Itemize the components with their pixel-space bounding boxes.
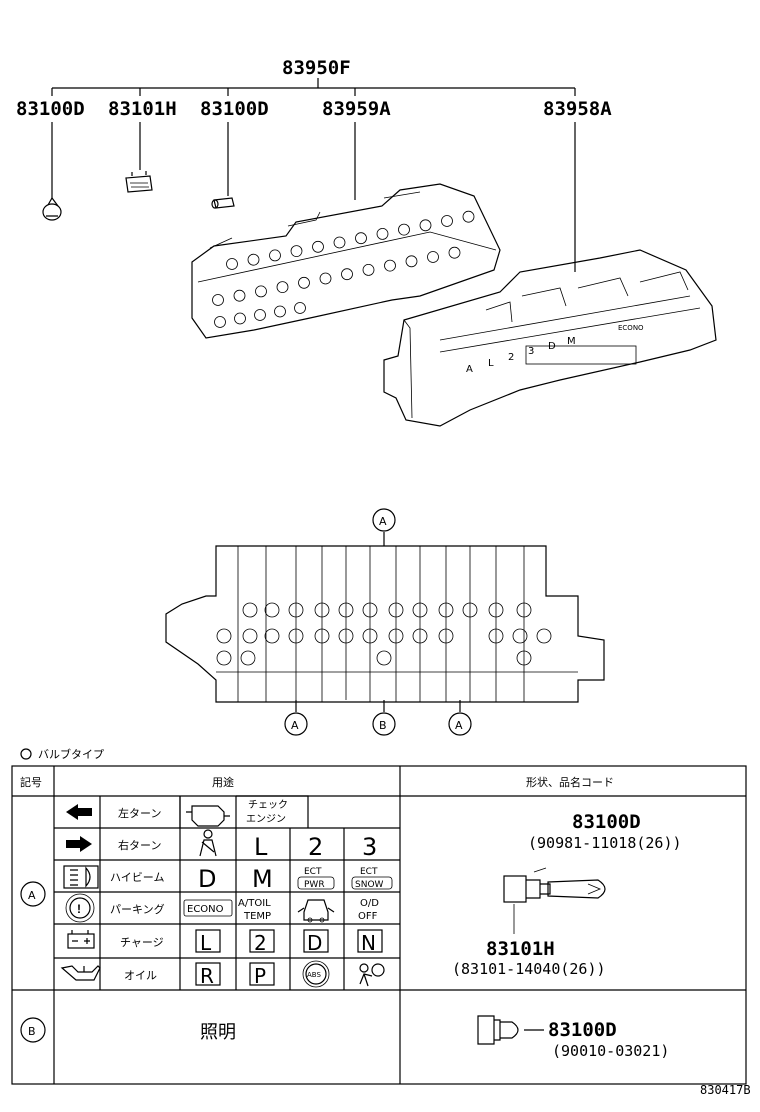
layout-bulb-holes xyxy=(216,602,552,666)
label-oil: オイル xyxy=(124,969,157,982)
indicator-econo: ECONO xyxy=(187,904,224,915)
row-b-code: B xyxy=(28,1025,36,1038)
column-code: 記号 xyxy=(20,775,42,789)
parking-brake-icon: ! xyxy=(65,893,95,923)
seatbelt-icon xyxy=(199,829,217,857)
indicator-p-box: P xyxy=(254,964,266,988)
part-number-plate: 83959A xyxy=(322,98,391,120)
label-right-turn: 右ターン xyxy=(118,838,161,852)
indicator-2: 2 xyxy=(308,833,323,861)
layout-callouts: A A B A xyxy=(284,508,472,736)
socket-bulb-assembly-illustration xyxy=(503,867,606,934)
assembly-part-number: 83950F xyxy=(282,57,351,79)
row-b-part: 83100D xyxy=(548,1019,617,1041)
indicator-d-box: D xyxy=(307,931,322,955)
label-check-engine-1: チェック xyxy=(248,799,288,811)
callout-bottom-b: B xyxy=(379,719,387,732)
svg-text:SNOW: SNOW xyxy=(355,880,384,890)
row-b-part-code: (90010-03021) xyxy=(552,1042,669,1060)
indicator-3: 3 xyxy=(362,833,377,861)
indicator-od-off-1: O/D xyxy=(360,898,379,909)
svg-text:!: ! xyxy=(77,902,81,916)
right-turn-icon xyxy=(66,836,92,852)
wedge-bulb-illustration xyxy=(211,197,235,209)
indicator-l-box: L xyxy=(200,931,212,955)
row-a-part-2-code: (83101-14040(26)) xyxy=(452,960,606,978)
charge-battery-icon xyxy=(67,930,95,949)
row-a-code: A xyxy=(28,889,36,902)
dial-label-3: 3 xyxy=(528,346,534,357)
part-number-bulb-2: 83100D xyxy=(200,98,269,120)
bulb-with-socket-illustration xyxy=(42,196,62,221)
door-open-icon xyxy=(297,899,335,923)
check-engine-icon xyxy=(186,805,230,827)
label-check-engine-2: エンジン xyxy=(246,814,286,825)
callout-bottom-a-right: A xyxy=(455,719,463,732)
indicator-l: L xyxy=(254,833,268,861)
figure-id: 830417B xyxy=(700,1083,751,1097)
indicator-ect-snow: ECT SNOW xyxy=(351,867,393,890)
callout-top-a: A xyxy=(379,515,387,528)
abs-icon: ABS xyxy=(302,960,330,988)
dial-label-m: M xyxy=(567,336,576,347)
meter-housing-illustration xyxy=(383,249,717,427)
legend-table: 記号 用途 形状、品名コード xyxy=(11,765,747,1085)
legend-note: バルブタイプ xyxy=(38,747,104,761)
dial-label-econo: ECONO xyxy=(618,324,644,332)
legend-header: バルブタイプ xyxy=(20,747,104,761)
label-charge: チャージ xyxy=(120,936,164,949)
row-a-part-1: 83100D xyxy=(572,811,641,833)
svg-text:ECT: ECT xyxy=(360,867,378,877)
row-b-use: 照明 xyxy=(200,1022,236,1043)
indicator-od-off-2: OFF xyxy=(358,911,378,922)
part-number-socket: 83101H xyxy=(108,98,177,120)
wedge-bulb-b-illustration xyxy=(477,1015,544,1045)
dial-label-l: L xyxy=(488,358,494,369)
indicator-ect-pwr: ECT PWR xyxy=(297,867,335,890)
part-tree: 83950F 83100D 83101H 83100D 83959A 83958… xyxy=(16,57,612,272)
column-use: 用途 xyxy=(212,775,234,789)
callout-bottom-a-left: A xyxy=(291,719,299,732)
part-number-housing: 83958A xyxy=(543,98,612,120)
indicator-d: D xyxy=(198,865,216,893)
indicator-2-box: 2 xyxy=(254,931,267,955)
dial-label-2: 2 xyxy=(508,352,514,363)
dial-label-a: A xyxy=(466,364,473,375)
row-a-part-2: 83101H xyxy=(486,938,555,960)
high-beam-icon xyxy=(63,865,99,889)
indicator-r-box: R xyxy=(200,964,214,988)
left-turn-icon xyxy=(66,804,92,820)
row-a-grid xyxy=(54,795,400,990)
airbag-icon xyxy=(359,963,385,987)
svg-text:PWR: PWR xyxy=(304,880,325,890)
indicator-at-oil-temp-1: A/TOIL xyxy=(238,898,271,909)
label-parking: パーキング xyxy=(110,902,165,916)
part-number-bulb-1: 83100D xyxy=(16,98,85,120)
housing-dial-labels: A L 2 3 D M ECONO xyxy=(466,324,644,375)
indicator-m: M xyxy=(252,865,273,893)
indicator-n-box: N xyxy=(361,931,376,955)
svg-text:ECT: ECT xyxy=(304,867,322,877)
oil-can-icon xyxy=(60,965,101,981)
bulb-layout-diagram xyxy=(165,545,605,703)
circuit-plate-illustration xyxy=(191,183,501,339)
svg-text:ABS: ABS xyxy=(307,971,321,979)
column-shape: 形状、品名コード xyxy=(526,775,614,789)
label-high-beam: ハイビーム xyxy=(110,871,164,884)
row-a-part-1-code: (90981-11018(26)) xyxy=(528,834,682,852)
plate-holes xyxy=(212,210,475,328)
socket-illustration xyxy=(125,171,153,193)
dial-label-d: D xyxy=(548,341,556,352)
indicator-at-oil-temp-2: TEMP xyxy=(243,911,271,922)
label-left-turn: 左ターン xyxy=(118,807,161,820)
